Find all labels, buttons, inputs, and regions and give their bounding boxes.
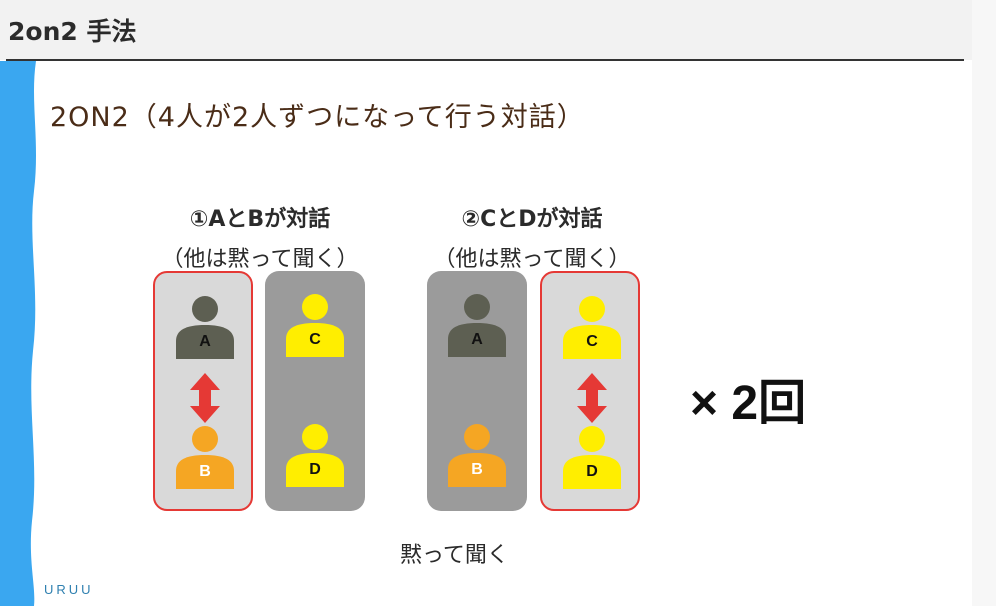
- person-d: D: [280, 423, 350, 487]
- slide: 2ON2（4人が2人ずつになって行う対話） ①AとBが対話 （他は黙って聞く） …: [0, 61, 972, 606]
- person-d-label: D: [309, 461, 321, 478]
- header-divider: [6, 59, 964, 61]
- group-1-subheading: （他は黙って聞く）: [161, 247, 359, 272]
- repeat-count: × 2回: [690, 377, 807, 430]
- person-b-label: B: [471, 461, 483, 478]
- bottom-caption: 黙って聞く: [400, 543, 509, 568]
- person-b-label: B: [199, 463, 211, 480]
- person-a-label: A: [199, 333, 211, 350]
- group-1-heading: ①AとBが対話: [189, 207, 331, 232]
- person-a: A: [442, 293, 512, 357]
- slide-title: 2ON2（4人が2人ずつになって行う対話）: [50, 102, 585, 133]
- right-margin: [972, 0, 996, 606]
- person-c-icon: [286, 294, 344, 357]
- group-2-subheading: （他は黙って聞く）: [433, 247, 631, 272]
- person-d: D: [557, 425, 627, 489]
- person-d-icon: [563, 426, 621, 489]
- page-title: 2on2 手法: [8, 17, 137, 46]
- person-b: B: [170, 425, 240, 489]
- person-b: B: [442, 423, 512, 487]
- person-a-icon: [176, 296, 234, 359]
- person-d-icon: [286, 424, 344, 487]
- person-c-label: C: [586, 333, 598, 350]
- person-b-icon: [176, 426, 234, 489]
- panel-c-d-listening: C D: [265, 271, 365, 511]
- person-d-label: D: [586, 463, 598, 480]
- two-way-arrow-icon: [190, 373, 220, 423]
- page-header: 2on2 手法: [0, 0, 996, 61]
- group-2-heading: ②CとDが対話: [461, 207, 603, 232]
- brand-logo: URUU: [44, 582, 94, 597]
- person-a-label: A: [471, 331, 483, 348]
- panel-a-b-listening: A B: [427, 271, 527, 511]
- blue-brush-band: [0, 61, 36, 606]
- person-c-label: C: [309, 331, 321, 348]
- person-c-icon: [563, 296, 621, 359]
- person-c: C: [280, 293, 350, 357]
- panel-a-b-talking: A B: [153, 271, 253, 511]
- person-b-icon: [448, 424, 506, 487]
- person-a: A: [170, 295, 240, 359]
- two-way-arrow-icon: [577, 373, 607, 423]
- panel-c-d-talking: C D: [540, 271, 640, 511]
- person-c: C: [557, 295, 627, 359]
- person-a-icon: [448, 294, 506, 357]
